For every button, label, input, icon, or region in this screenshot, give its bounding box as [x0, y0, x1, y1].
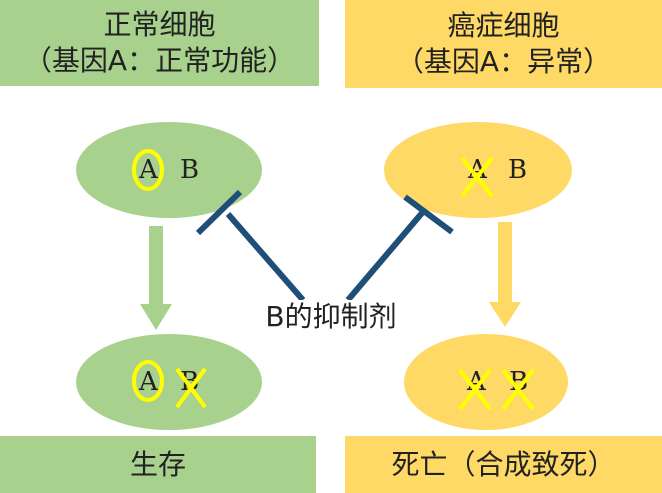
normal-bottom-gene-b: B: [180, 367, 200, 397]
cancer-cell-title: 癌症细胞: [447, 9, 560, 42]
normal-cell-down-arrow: [140, 226, 172, 330]
normal-top-gene-b: B: [180, 155, 200, 185]
normal-cell-bottom-ellipse: [76, 334, 262, 430]
cancer-cell-outcome: 死亡（合成致死）: [345, 436, 662, 493]
normal-cell-title: 正常细胞: [103, 8, 216, 41]
inhibitor-label: B的抑制剂: [246, 300, 416, 334]
normal-cell-top-ellipse: [76, 122, 262, 218]
cancer-top-gene-a: A: [468, 155, 487, 185]
cancer-top-gene-b: B: [508, 155, 528, 185]
highlight-circle-top: [132, 149, 164, 191]
normal-cell-outcome-label: 生存: [129, 447, 186, 481]
normal-top-gene-a: A: [139, 155, 158, 185]
normal-cell-outcome: 生存: [0, 436, 316, 493]
cancer-cell-outcome-label: 死亡（合成致死）: [391, 447, 616, 481]
cancer-cell-down-arrow: [489, 222, 521, 327]
cancer-cell-subtitle: （基因A：异常）: [395, 45, 612, 78]
cancer-bottom-gene-a: A: [467, 367, 486, 397]
normal-bottom-gene-a: A: [139, 367, 158, 397]
inhibitor-t-line-right: [345, 194, 454, 302]
inhibitor-t-line-left: [195, 189, 306, 302]
cancer-bottom-gene-b: B: [509, 367, 529, 397]
normal-cell-header: 正常细胞 （基因A：正常功能）: [0, 0, 319, 86]
highlight-circle-bottom: [132, 360, 164, 402]
normal-cell-subtitle: （基因A：正常功能）: [23, 44, 296, 77]
cancer-cell-bottom-ellipse: [404, 334, 568, 430]
cancer-cell-header: 癌症细胞 （基因A：异常）: [345, 0, 662, 88]
